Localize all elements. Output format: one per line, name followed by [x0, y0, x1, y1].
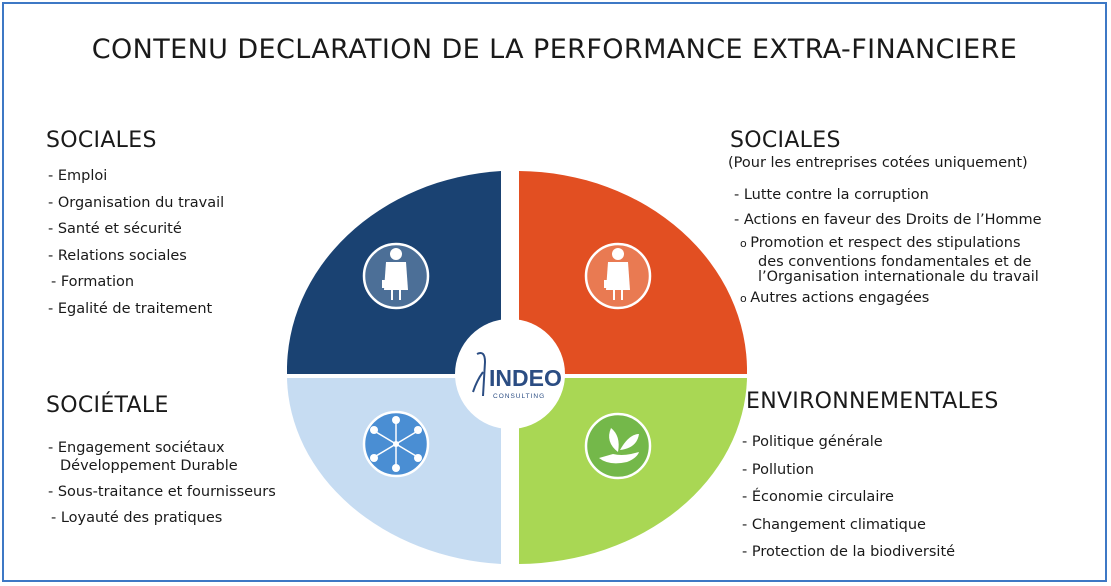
- quadrant-diagram: INDEO CONSULTING: [287, 171, 747, 564]
- list-item: Santé et sécurité: [48, 220, 224, 238]
- network-people-icon: [362, 410, 430, 478]
- businessman-icon: [362, 242, 430, 310]
- list-item: Loyauté des pratiques: [48, 509, 276, 527]
- heading-societale: SOCIÉTALE: [46, 393, 169, 418]
- list-item: Relations sociales: [48, 247, 224, 265]
- list-subitem-continued: l’Organisation internationale du travail: [758, 269, 1039, 285]
- list-item: Engagement sociétaux: [48, 439, 276, 457]
- list-sociales-left: Emploi Organisation du travail Santé et …: [48, 167, 224, 326]
- list-item: Politique générale: [742, 433, 955, 451]
- list-item: Organisation du travail: [48, 194, 224, 212]
- indeo-logo: INDEO CONSULTING: [472, 352, 562, 400]
- list-subitem: Promotion et respect des stipulations: [734, 236, 1042, 251]
- list-item: Pollution: [742, 461, 955, 479]
- list-item: Changement climatique: [742, 516, 955, 534]
- list-societale: Engagement sociétaux Développement Durab…: [48, 439, 276, 535]
- list-item: Actions en faveur des Droits de l’Homme: [734, 211, 1042, 229]
- businessman-icon: [584, 242, 652, 310]
- list-item: Protection de la biodiversité: [742, 543, 955, 561]
- logo-tagline: CONSULTING: [493, 393, 545, 400]
- subheading-cotees: (Pour les entreprises cotées uniquement): [728, 155, 1028, 171]
- list-item: Egalité de traitement: [48, 300, 224, 318]
- list-subitem: Autres actions engagées: [734, 289, 1042, 308]
- page-title: CONTENU DECLARATION DE LA PERFORMANCE EX…: [91, 34, 1018, 65]
- logo-circle: [455, 319, 565, 429]
- list-item: Sous-traitance et fournisseurs: [48, 483, 276, 501]
- list-item: Lutte contre la corruption: [734, 186, 1042, 204]
- heading-sociales-left: SOCIALES: [46, 128, 157, 153]
- logo-name: INDEO: [489, 365, 562, 391]
- list-item-continued: Développement Durable: [60, 458, 238, 474]
- list-item: Emploi: [48, 167, 224, 185]
- list-sociales-right: Lutte contre la corruption Actions en fa…: [734, 186, 1042, 312]
- list-subitem-continued: des conventions fondamentales et de: [758, 254, 1032, 270]
- heading-environnementales: ENVIRONNEMENTALES: [746, 389, 999, 414]
- list-item: Économie circulaire: [742, 488, 955, 506]
- hand-plant-icon: [584, 412, 652, 480]
- heading-sociales-right: SOCIALES: [730, 128, 841, 153]
- list-item: Formation: [48, 273, 224, 291]
- list-environnementales: Politique générale Pollution Économie ci…: [742, 433, 955, 571]
